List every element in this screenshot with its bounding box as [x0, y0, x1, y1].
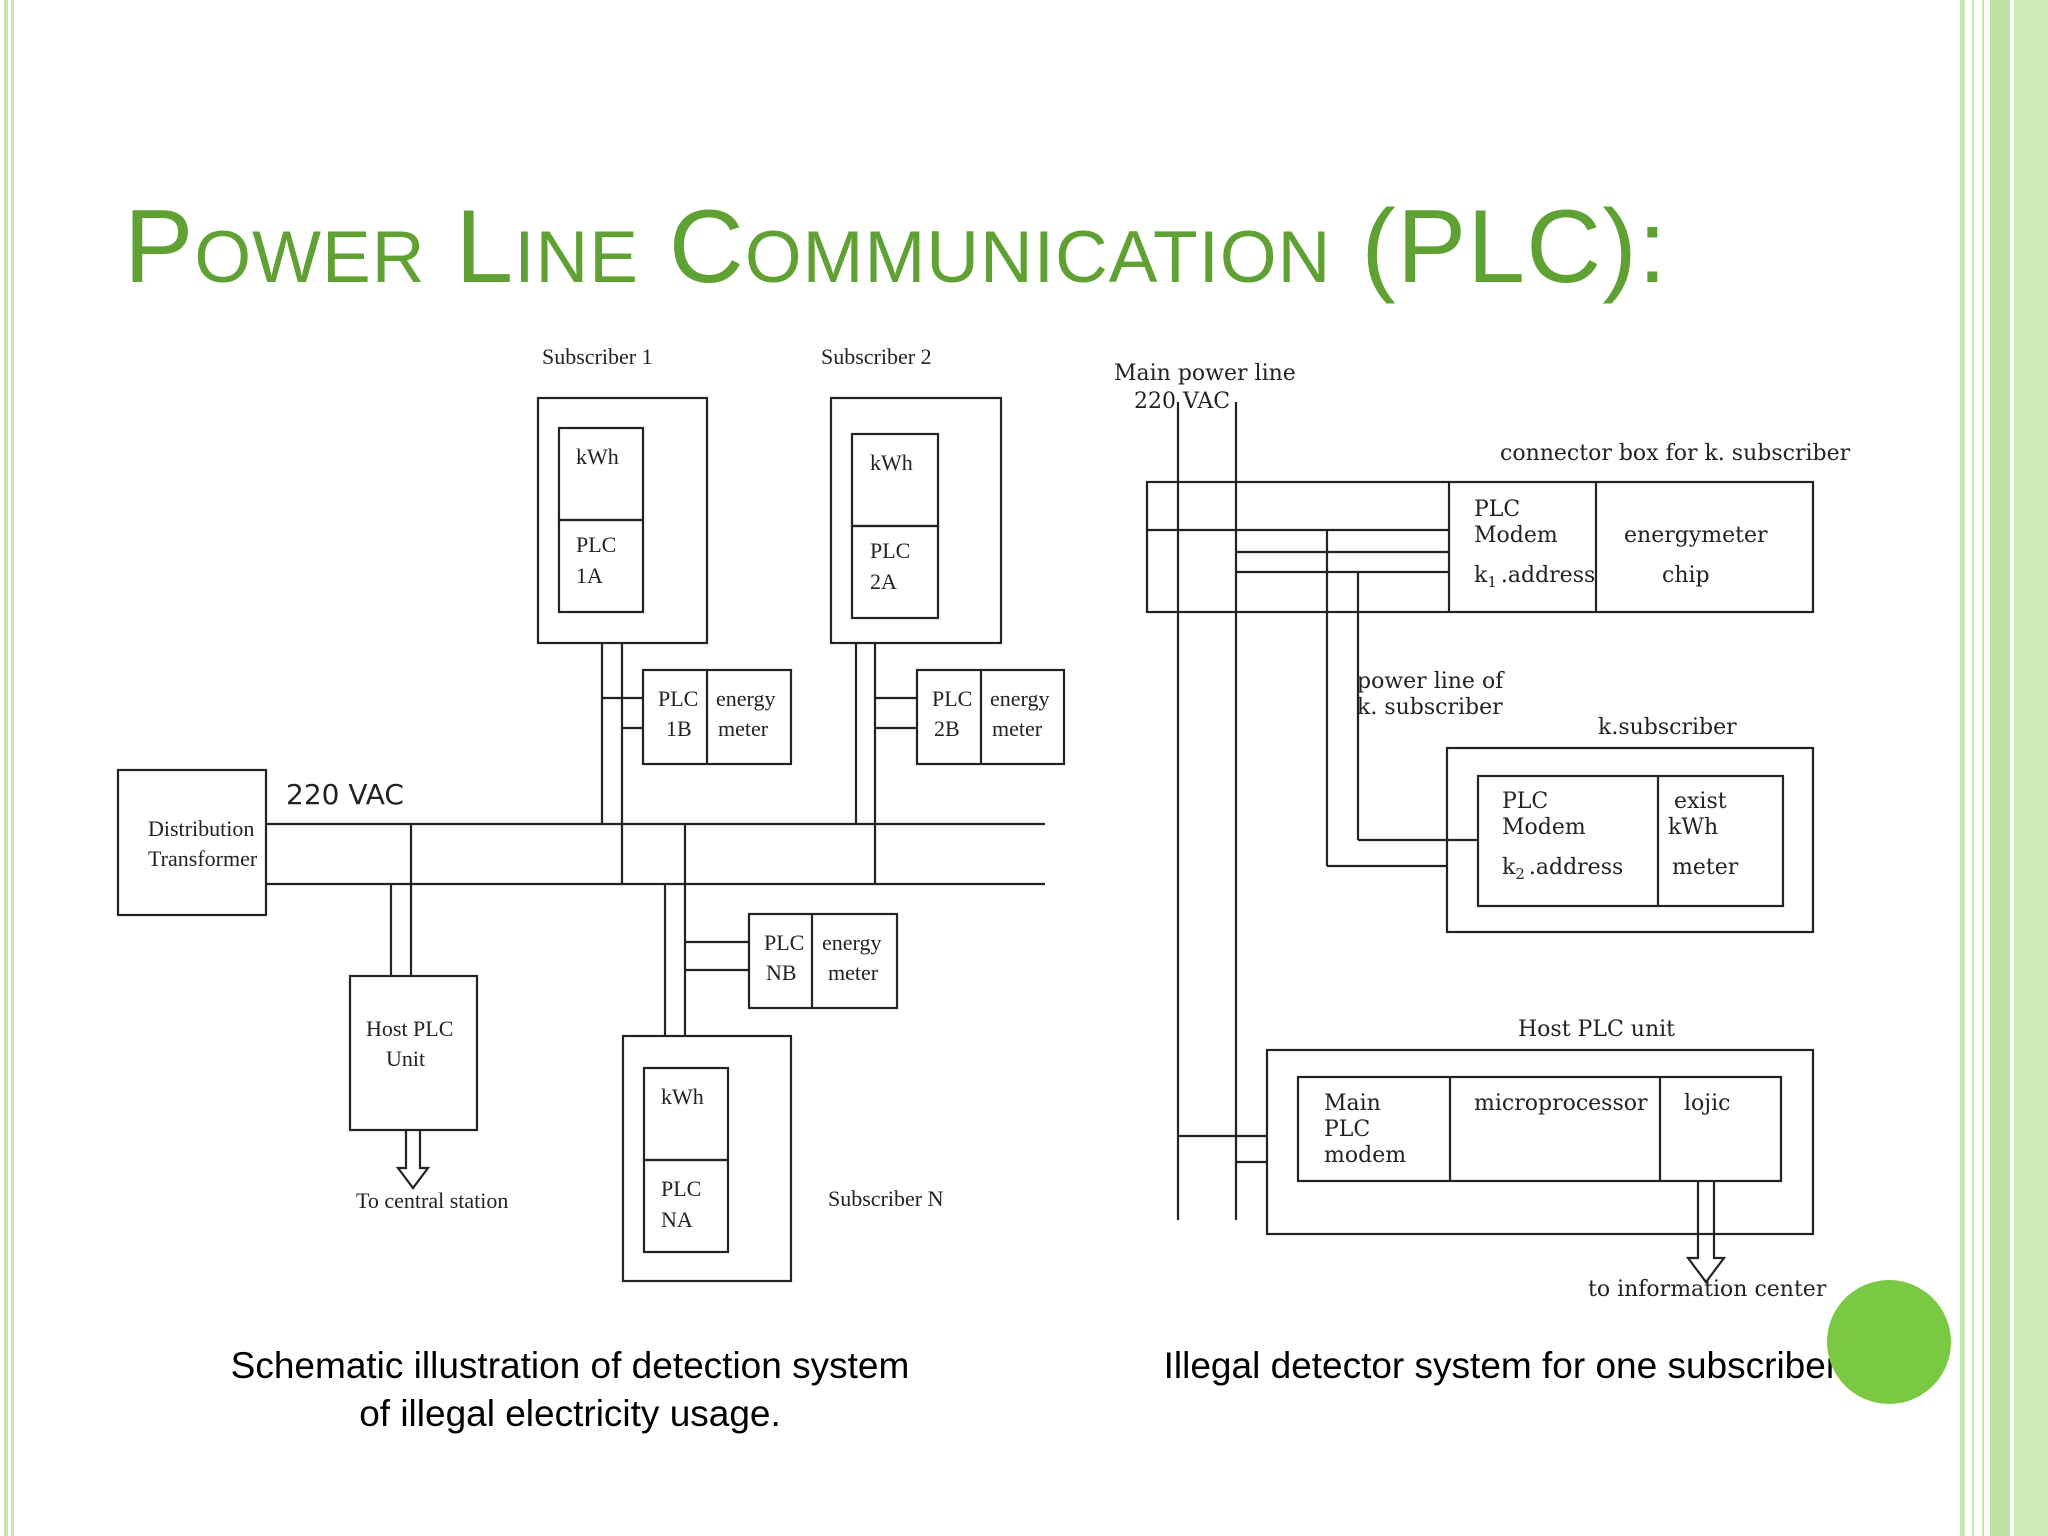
right-frame-stripe-a [1960, 0, 1965, 1536]
k-modem-label: Modem [1502, 815, 1586, 840]
plc-1b-box [641, 668, 793, 766]
subscriberN-plc-box [642, 1158, 730, 1254]
left-frame-inner-stripe [4, 0, 8, 1536]
host-modem-label: modem [1324, 1143, 1406, 1168]
subscriberN-kwh-box [642, 1066, 730, 1162]
energy-2b-label: energy [990, 686, 1049, 711]
connector-box-label: connector box for k. subscriber [1500, 441, 1851, 466]
subscriber2-plc-box [850, 524, 940, 620]
k2-label: k2.address [1502, 855, 1623, 883]
energymeter-label: energymeter [1624, 523, 1768, 548]
right-frame-stripe-b [1972, 0, 1984, 1536]
kwh-2-label: kWh [870, 450, 913, 475]
lojic-label: lojic [1684, 1091, 1730, 1116]
distribution-transformer-box [116, 768, 268, 917]
meter-nb-label: meter [828, 960, 879, 985]
left-vac-label: 220 VAC [286, 778, 404, 811]
subscriber2-box [829, 396, 1003, 645]
plc-2a-id: 2A [870, 569, 897, 594]
decorative-circle [1827, 1280, 1951, 1404]
plc-nb-id: NB [766, 960, 797, 985]
to-central-label: To central station [356, 1188, 508, 1213]
caption-left-line-2: of illegal electricity usage. [359, 1393, 781, 1434]
plc-na-id: NA [661, 1207, 693, 1232]
right-frame-stripe-c [1990, 0, 2010, 1536]
connector-modem-label: Modem [1474, 523, 1558, 548]
connector-box [1145, 480, 1815, 614]
right-frame-stripe-d [2014, 0, 2048, 1536]
plc-nb-label: PLC [764, 930, 804, 955]
plc-1a-label: PLC [576, 532, 616, 557]
main-power-line-label: Main power line [1114, 361, 1296, 386]
k-subscriber-short-label: k. subscriber [1357, 695, 1503, 720]
plc-na-label: PLC [661, 1176, 701, 1201]
right-vac-label: 220 VAC [1134, 389, 1230, 414]
subscriber1-kwh-box [557, 426, 645, 522]
host-plc-unit-outer-box [1265, 1048, 1815, 1236]
power-line-of-label: power line of [1357, 669, 1505, 694]
plc-1b-id: 1B [666, 716, 692, 741]
plc-2a-label: PLC [870, 538, 910, 563]
host-unit-label: Unit [386, 1046, 425, 1071]
distribution-label: Distribution [148, 816, 254, 841]
exist-meter-label: meter [1672, 855, 1739, 880]
plc-2b-box [915, 668, 1066, 766]
to-information-label: to information center [1588, 1277, 1827, 1302]
plc-diagrams: Subscriber 1 Subscriber 2 Subscriber N k… [116, 344, 1851, 1302]
to-information-arrow [1685, 1181, 1727, 1284]
energy-nb-label: energy [822, 930, 881, 955]
plc-2b-id: 2B [934, 716, 960, 741]
kwh-1-label: kWh [576, 444, 619, 469]
chip-label: chip [1662, 563, 1710, 588]
host-plc-unit-label: Host PLC unit [1518, 1017, 1675, 1042]
plc-1b-label: PLC [658, 686, 698, 711]
kwh-n-label: kWh [661, 1084, 704, 1109]
k-plc-label: PLC [1502, 789, 1548, 814]
meter-1b-label: meter [718, 716, 769, 741]
host-plc-label: Host PLC [366, 1016, 453, 1041]
transformer-label: Transformer [148, 846, 258, 871]
plc-2b-label: PLC [932, 686, 972, 711]
subscriber1-label: Subscriber 1 [542, 344, 653, 369]
microprocessor-label: microprocessor [1474, 1091, 1648, 1116]
caption-right: Illegal detector system for one subscrib… [1163, 1345, 1847, 1386]
plc-nb-box [747, 912, 899, 1010]
subscriber1-plc-box [557, 518, 645, 614]
exist-kwh-label: kWh [1668, 815, 1718, 840]
subscriber2-kwh-box [850, 432, 940, 528]
host-plc-unit-inner-box [1296, 1075, 1783, 1183]
host-plc-word-label: PLC [1324, 1117, 1370, 1142]
meter-2b-label: meter [992, 716, 1043, 741]
host-main-label: Main [1324, 1091, 1381, 1116]
subscriber2-label: Subscriber 2 [821, 344, 932, 369]
connector-plc-label: PLC [1474, 497, 1520, 522]
caption-left-line-1: Schematic illustration of detection syst… [230, 1345, 910, 1386]
k1-label: k1.address [1474, 563, 1595, 591]
to-central-arrow [395, 1130, 431, 1190]
host-plc-unit-box [348, 974, 479, 1132]
energy-1b-label: energy [716, 686, 775, 711]
subscriberN-label: Subscriber N [828, 1186, 944, 1211]
k-subscriber-label: k.subscriber [1598, 715, 1737, 740]
slide-title: Power Line Communication (PLC): [124, 189, 1668, 305]
plc-1a-id: 1A [576, 563, 603, 588]
caption-left: Schematic illustration of detection syst… [180, 1342, 960, 1438]
exist-label: exist [1674, 789, 1727, 814]
subscriberN-box [621, 1034, 793, 1283]
